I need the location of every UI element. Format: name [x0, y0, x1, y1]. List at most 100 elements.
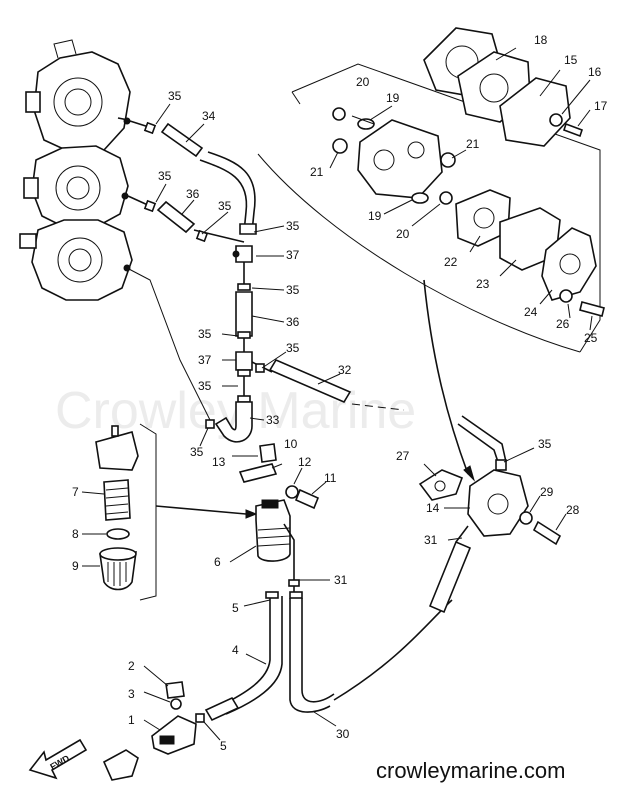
callout-35: 35	[286, 341, 300, 355]
screw-17	[562, 122, 584, 138]
nut-20a	[332, 107, 346, 121]
callout-12: 12	[298, 455, 312, 469]
fwd-arrow: FWD	[28, 738, 88, 780]
carburetor-middle	[23, 145, 129, 229]
callout-13: 13	[212, 455, 226, 469]
pump-body	[357, 119, 443, 199]
joint-1	[151, 715, 197, 755]
callout-1: 1	[128, 713, 135, 727]
callout-30: 30	[336, 727, 350, 741]
nut-21a	[332, 138, 348, 154]
diaphragm-15	[499, 77, 571, 147]
callout-20: 20	[356, 75, 370, 89]
site-footer: crowleymarine.com	[376, 758, 566, 783]
hose-34	[160, 122, 204, 158]
callout-33: 33	[266, 413, 280, 427]
hose-33	[214, 401, 253, 443]
callout-36: 36	[186, 187, 200, 201]
bracket-10	[238, 463, 278, 483]
filter-cap	[95, 431, 139, 471]
callout-18: 18	[534, 33, 548, 47]
clip-5	[195, 713, 205, 723]
callout-27: 27	[396, 449, 410, 463]
hose-31-pump	[428, 540, 472, 614]
nut-20b	[439, 191, 453, 205]
callout-35: 35	[198, 327, 212, 341]
callout-5: 5	[232, 601, 239, 615]
callout-22: 22	[444, 255, 458, 269]
callout-9: 9	[72, 559, 79, 573]
callout-25: 25	[584, 331, 598, 345]
callout-36: 36	[286, 315, 300, 329]
callout-35: 35	[198, 379, 212, 393]
callout-5: 5	[220, 739, 227, 753]
carburetor-top	[25, 39, 131, 153]
filter-area	[81, 423, 258, 601]
callout-35: 35	[168, 89, 182, 103]
callout-14: 14	[426, 501, 440, 515]
callout-35: 35	[190, 445, 204, 459]
callout-15: 15	[564, 53, 578, 67]
hose-36-upper	[156, 200, 196, 234]
callout-20: 20	[396, 227, 410, 241]
callout-37: 37	[198, 353, 212, 367]
pump-cover-24	[541, 227, 597, 301]
callout-10: 10	[284, 437, 298, 451]
callout-16: 16	[588, 65, 602, 79]
hose-36-lower	[235, 291, 253, 337]
callout-21: 21	[310, 165, 324, 179]
callout-31: 31	[424, 533, 438, 547]
callout-6: 6	[214, 555, 221, 569]
fuel-pump-14	[467, 469, 529, 537]
washer-29	[519, 511, 533, 525]
carburetor-stack	[19, 39, 133, 301]
fuel-hoses-upper	[126, 120, 352, 443]
callout-labels: 35 34 35 36 35 35 37 35 36 35 37 35 32 3…	[72, 33, 608, 753]
valve-19a	[357, 118, 375, 130]
connector-bottom	[102, 749, 139, 781]
callout-19: 19	[386, 91, 400, 105]
callout-35: 35	[158, 169, 172, 183]
callout-11: 11	[324, 471, 337, 485]
assembly-leader	[423, 279, 469, 475]
screw-2	[165, 681, 185, 699]
callout-35: 35	[538, 437, 552, 451]
hose-clip-35	[143, 121, 157, 135]
callout-23: 23	[476, 277, 490, 291]
o-ring-8	[106, 528, 130, 540]
filter-cup-9	[99, 551, 137, 591]
fuel-pump-assembly	[418, 447, 567, 546]
callout-34: 34	[202, 109, 216, 123]
joint-37-lower	[235, 351, 253, 371]
callout-31: 31	[334, 573, 348, 587]
callout-24: 24	[524, 305, 538, 319]
callout-32: 32	[338, 363, 352, 377]
callout-28: 28	[566, 503, 580, 517]
callout-7: 7	[72, 485, 79, 499]
hose-32	[268, 358, 352, 404]
callout-17: 17	[594, 99, 608, 113]
fuel-pump-exploded	[257, 27, 605, 353]
washer-26	[559, 289, 573, 303]
bolt-25	[579, 301, 605, 317]
callout-35: 35	[286, 283, 300, 297]
callout-8: 8	[72, 527, 79, 541]
fuel-hoses-lower	[204, 525, 472, 727]
callout-2: 2	[128, 659, 135, 673]
nut-21b	[440, 152, 456, 168]
carburetor-bottom	[19, 219, 133, 301]
fuel-connector	[102, 665, 221, 781]
washer-3	[170, 698, 182, 710]
washer-16	[549, 113, 563, 127]
leaders-upper	[155, 103, 341, 447]
bolt-28	[532, 520, 562, 546]
fuel-filter-assembly	[229, 443, 330, 598]
fuel-filter-6	[255, 499, 291, 562]
callout-35: 35	[218, 199, 232, 213]
gasket-27	[418, 469, 464, 501]
callout-37: 37	[286, 248, 300, 262]
callout-29: 29	[540, 485, 554, 499]
callout-35: 35	[286, 219, 300, 233]
callout-19: 19	[368, 209, 382, 223]
